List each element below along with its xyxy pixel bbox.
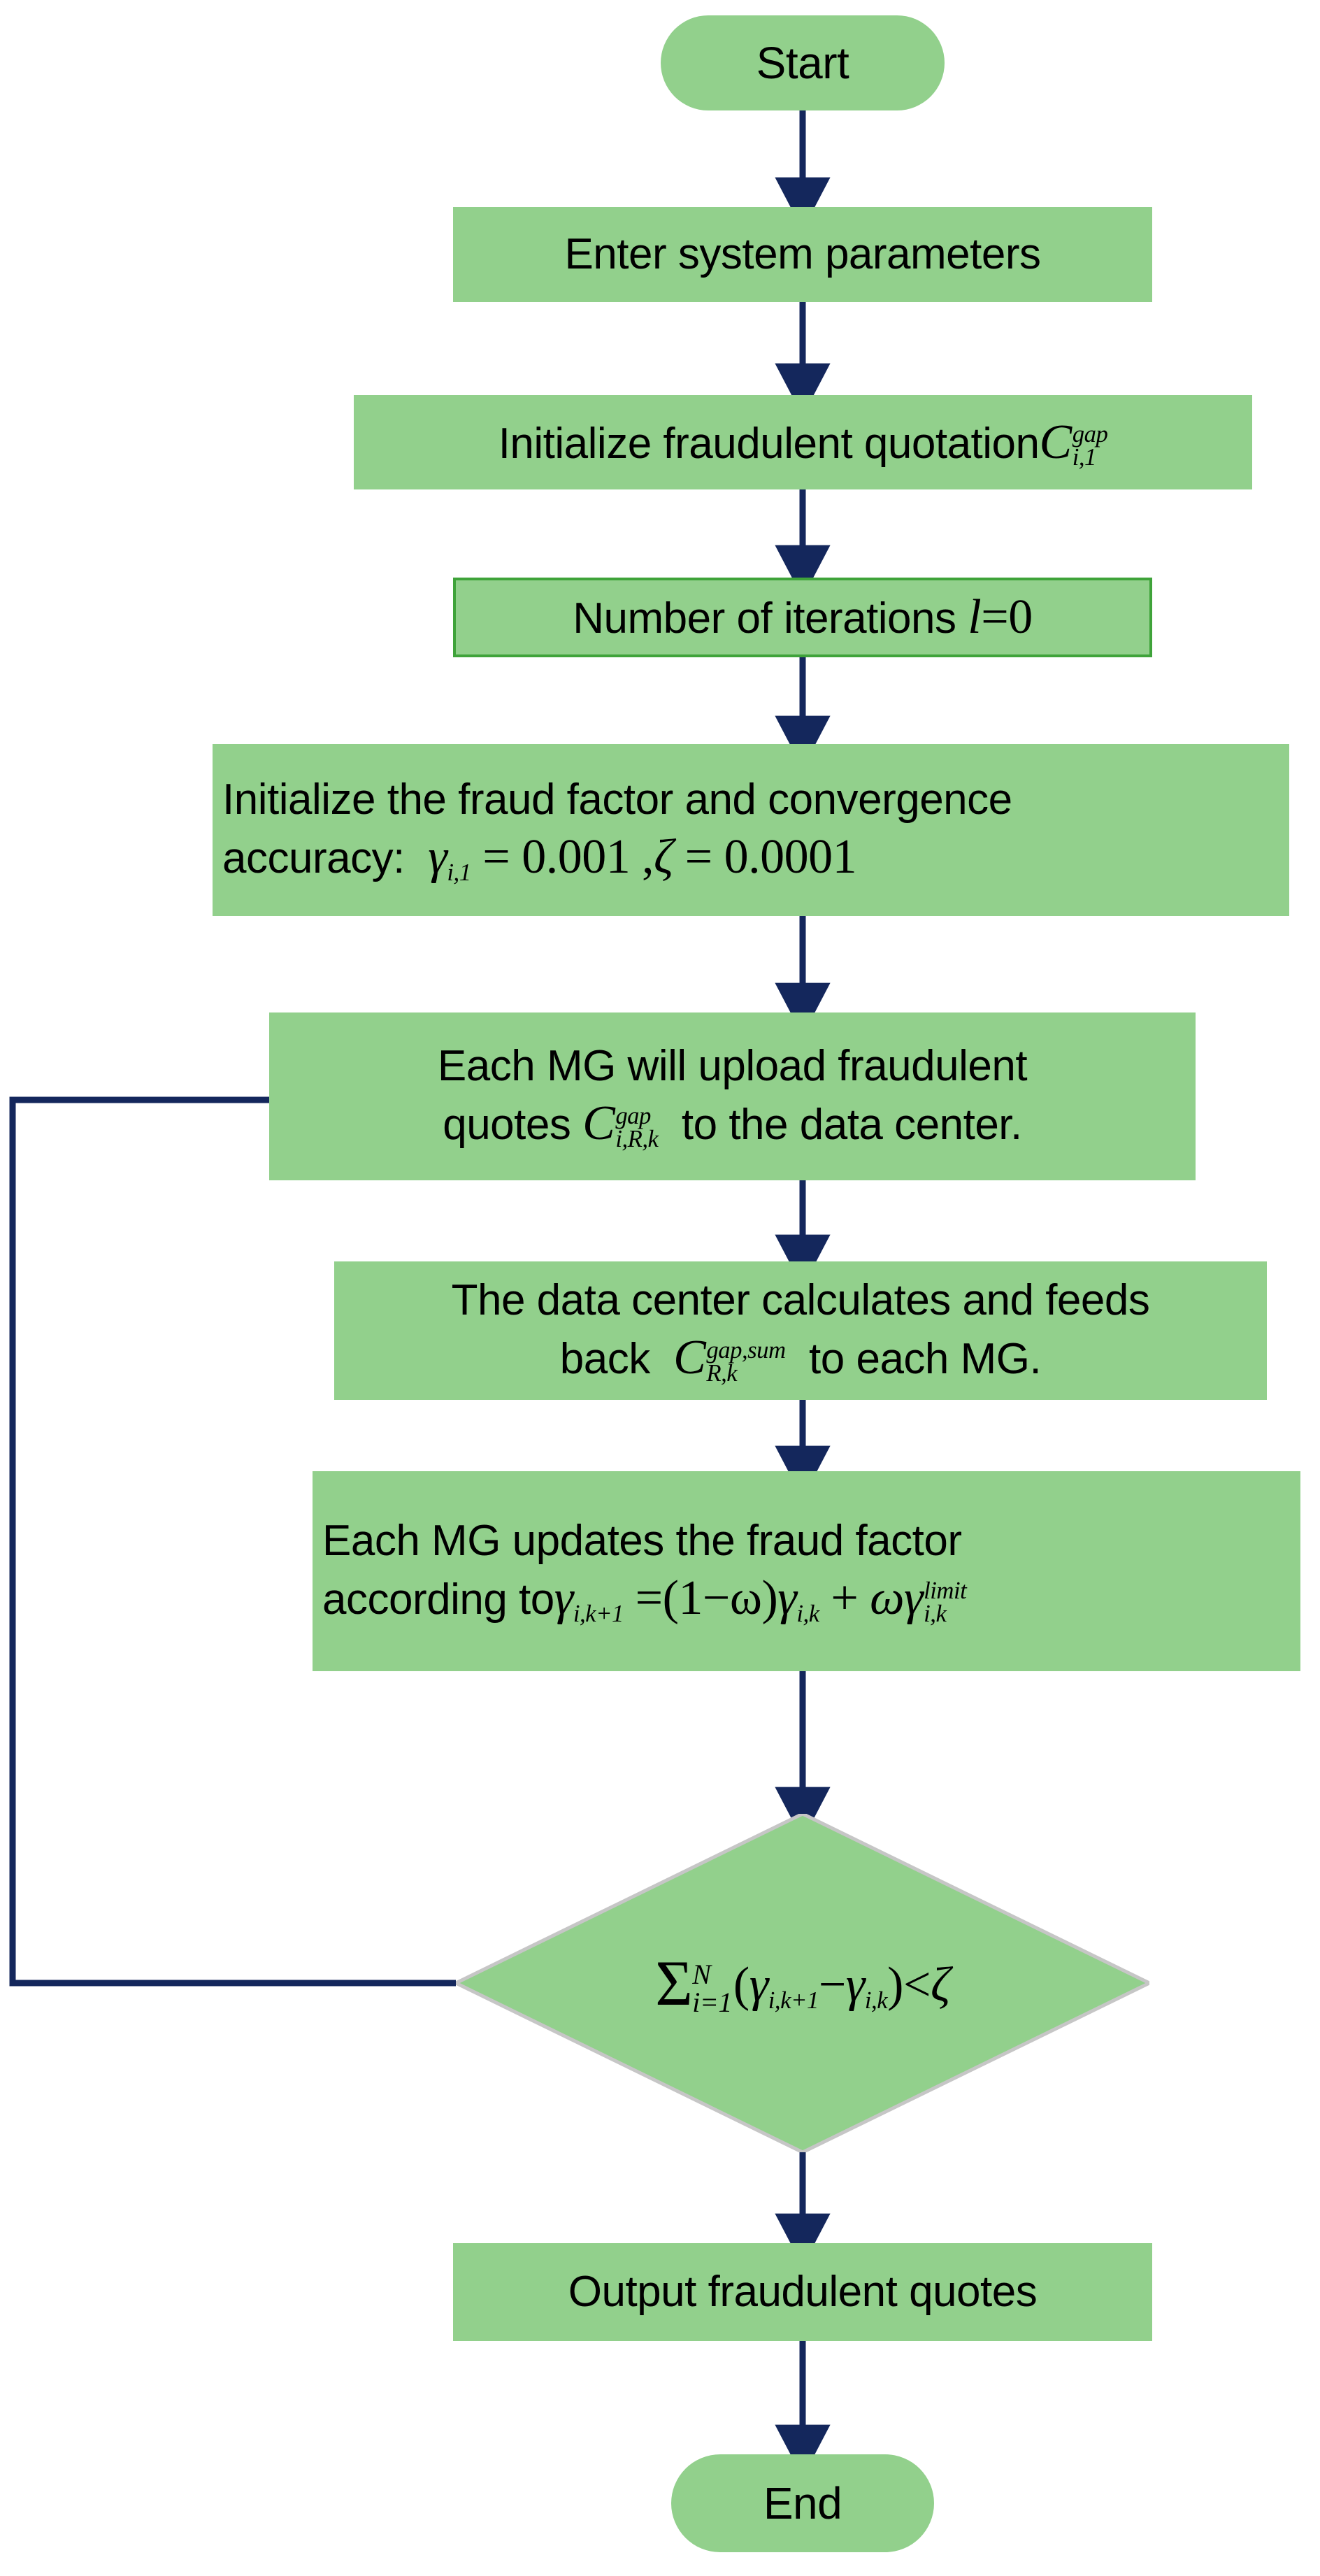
node-data-center-feedback-line1: The data center calculates and feeds [451, 1275, 1150, 1324]
math-gamma-sub: i,1 [447, 859, 471, 887]
math-zeta-base: ζ [654, 830, 673, 884]
math-dec-gamma2: γ [845, 1957, 866, 2012]
node-enter-system-parameters-label: Enter system parameters [564, 230, 1041, 279]
decision-diamond-shape [456, 1814, 1149, 2152]
node-end-label: End [763, 2478, 842, 2528]
math-dec-zeta: ζ [930, 1957, 950, 2012]
math-l-var: l [968, 590, 982, 645]
math-l-eq: = [981, 590, 1009, 645]
node-initialize-fraud-factor-line2-prefix: accuracy: [222, 834, 405, 882]
node-upload-fraudulent-quotes-line2-prefix: quotes [443, 1101, 571, 1149]
math-gamma3: γ [904, 1571, 924, 1625]
math-c-base: C [1039, 415, 1072, 469]
math-update-eq: = [635, 1571, 663, 1625]
node-data-center-feedback-line2-suffix: to each MG. [809, 1335, 1042, 1383]
node-start[interactable]: Start [661, 15, 945, 110]
node-update-fraud-factor-line2-prefix: according to [322, 1575, 554, 1624]
node-initialize-fraud-factor[interactable]: Initialize the fraud factor and converge… [213, 744, 1289, 916]
math-zeta-value: = 0.0001 [684, 830, 857, 884]
math-omega: ω [870, 1571, 905, 1625]
math-comma: , [642, 830, 654, 884]
node-initialize-fraud-factor-line1: Initialize the fraud factor and converge… [222, 775, 1012, 824]
node-upload-fraudulent-quotes-line1: Each MG will upload fraudulent [437, 1041, 1028, 1090]
math-sigma: Σ [655, 1947, 693, 2019]
node-output-fraudulent-quotes[interactable]: Output fraudulent quotes [453, 2243, 1152, 2341]
math-dec-minus: − [818, 1957, 846, 2012]
math-plus: + [831, 1571, 859, 1625]
node-number-of-iterations[interactable]: Number of iterations l=0 [453, 578, 1152, 657]
math-dec-gamma2-sub: i,k [864, 1986, 888, 2014]
node-end[interactable]: End [671, 2454, 934, 2552]
math-gamma-base: γ [428, 830, 447, 884]
node-update-fraud-factor-line1: Each MG updates the fraud factor [322, 1516, 962, 1565]
math-lhs-gamma-sub: i,k+1 [573, 1600, 624, 1628]
node-enter-system-parameters[interactable]: Enter system parameters [453, 207, 1152, 302]
node-output-fraudulent-quotes-label: Output fraudulent quotes [568, 2268, 1038, 2317]
node-number-of-iterations-label: Number of iterations [573, 594, 956, 643]
node-upload-fraudulent-quotes-line2-suffix: to the data center. [681, 1101, 1022, 1149]
node-data-center-feedback-line2-prefix: back [559, 1335, 650, 1383]
math-less-than: < [903, 1957, 931, 2012]
math-close-paren: ) [887, 1957, 903, 2012]
math-lhs-gamma: γ [554, 1571, 574, 1625]
math-dec-gamma1: γ [749, 1957, 769, 2012]
math-dec-gamma1-sub: i,k+1 [768, 1986, 819, 2014]
node-data-center-feedback[interactable]: The data center calculates and feeds bac… [334, 1261, 1267, 1400]
math-l-value: 0 [1008, 590, 1033, 645]
node-update-fraud-factor[interactable]: Each MG updates the fraud factor accordi… [313, 1471, 1300, 1671]
node-initialize-fraudulent-quotation-label: Initialize fraudulent quotation [498, 419, 1040, 468]
node-number-of-iterations-content: Number of iterations l=0 [573, 587, 1033, 648]
math-gamma2-sub: i,k [796, 1600, 819, 1628]
math-open-paren: ( [733, 1957, 749, 2012]
node-update-fraud-factor-content: Each MG updates the fraud factor accordi… [322, 1514, 1291, 1629]
math-one-minus-omega: (1−ω) [662, 1571, 778, 1625]
math-cgapsum-base: C [673, 1331, 706, 1384]
node-initialize-fraud-factor-line2: accuracy: γi,1 = 0.001 ,ζ = 0.0001 [222, 827, 1279, 888]
node-initialize-fraud-factor-content: Initialize the fraud factor and converge… [222, 773, 1279, 888]
math-gamma2: γ [777, 1571, 797, 1625]
math-cgap-base: C [582, 1096, 615, 1150]
math-gamma-value: = 0.001 [482, 830, 631, 884]
node-start-label: Start [756, 38, 849, 88]
node-data-center-feedback-content: The data center calculates and feeds bac… [344, 1273, 1257, 1389]
